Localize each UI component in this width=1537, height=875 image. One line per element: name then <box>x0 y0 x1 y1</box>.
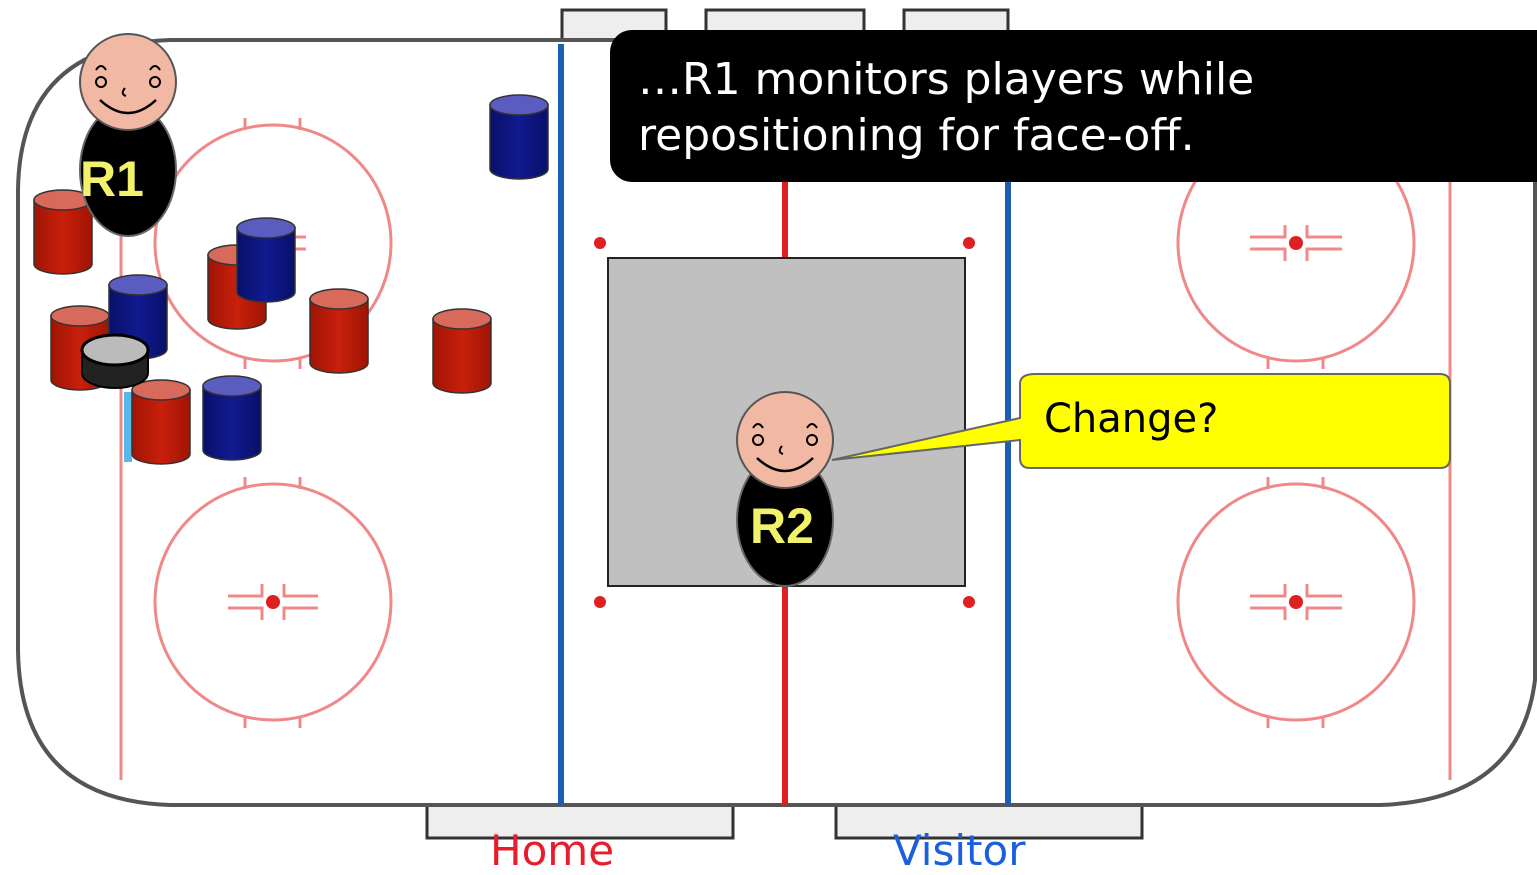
home-player <box>33 189 93 275</box>
referee-r2-label: R2 <box>750 498 814 554</box>
referee-r1 <box>79 33 177 237</box>
speech-bubble <box>831 373 1451 469</box>
visitor-player <box>489 94 549 180</box>
visitor-bench-label: Visitor <box>893 826 1026 875</box>
faceoff-circle-left-bottom <box>153 477 393 728</box>
neutral-zone-dots <box>594 237 975 608</box>
caption-box: …R1 monitors players while repositioning… <box>610 30 1537 182</box>
referee-r2 <box>736 391 834 587</box>
puck <box>80 333 150 389</box>
home-player <box>309 288 369 374</box>
speech-bubble-text: Change? <box>1044 396 1219 442</box>
visitor-player <box>236 217 296 303</box>
home-bench-label: Home <box>490 826 615 875</box>
referee-r1-label: R1 <box>80 151 144 207</box>
home-player <box>131 379 191 465</box>
visitor-player <box>202 375 262 461</box>
home-player <box>432 308 492 394</box>
faceoff-circle-right-bottom <box>1176 477 1416 728</box>
